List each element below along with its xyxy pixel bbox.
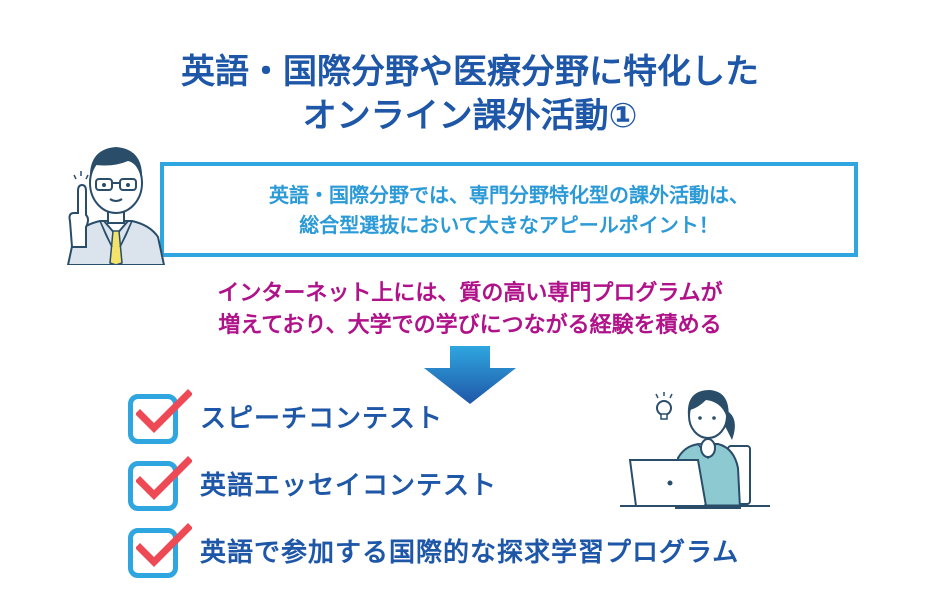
callout-text: 英語・国際分野では、専門分野特化型の課外活動は、 総合型選抜において大きなアピー… [164,180,854,240]
highlight-message: インターネット上には、質の高い専門プログラムが 増えており、大学での学びにつなが… [0,278,940,342]
woman-laptop-illustration [620,390,770,509]
title-line-1: 英語・国際分野や医療分野に特化した [181,52,759,92]
checklist-item-label: 英語エッセイコンテスト [200,471,498,501]
callout-line-2: 総合型選抜において大きなアピールポイント！ [299,213,719,237]
checkbox [128,528,178,578]
checkbox [128,461,178,511]
checklist-item-label: スピーチコンテスト [200,404,444,434]
callout-box: 英語・国際分野では、専門分野特化型の課外活動は、 総合型選抜において大きなアピー… [160,162,858,257]
checkbox [128,394,178,444]
arrow-down-icon [424,346,516,404]
checkmark-icon [136,389,192,433]
checkmark-icon [136,456,192,500]
page-title: 英語・国際分野や医療分野に特化した オンライン課外活動① [0,50,940,138]
businessman-illustration [66,147,166,265]
highlight-line-1: インターネット上には、質の高い専門プログラムが [217,281,723,306]
title-line-2: オンライン課外活動① [302,96,638,136]
checklist-item: 英語で参加する国際的な探求学習プログラム [128,523,828,584]
highlight-line-2: 増えており、大学での学びにつながる経験を積める [218,313,722,338]
checkmark-icon [136,523,192,567]
checklist-item-label: 英語で参加する国際的な探求学習プログラム [200,538,740,568]
checklist-item: 英語エッセイコンテスト [128,456,828,517]
callout-line-1: 英語・国際分野では、専門分野特化型の課外活動は、 [269,183,749,207]
checklist-item: スピーチコンテスト [128,389,828,450]
